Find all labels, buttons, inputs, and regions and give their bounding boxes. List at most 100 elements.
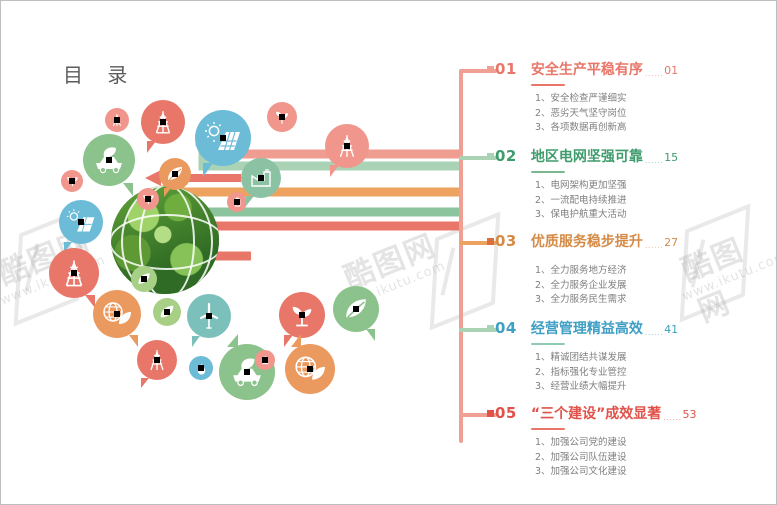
power-tower-icon	[65, 260, 83, 287]
entry-title: “三个建设”成效显著	[530, 406, 662, 422]
bubble-sprout-right	[279, 292, 325, 347]
toc-entry-02[interactable]: 02 地区电网坚强可靠 ...... 15 1、电网架构更加坚强 2、一流配电持…	[495, 146, 761, 223]
toc-entry-03[interactable]: 03 优质服务稳步提升 ...... 27 1、全力服务地方经济 2、全力服务企…	[495, 231, 761, 308]
bubble-power-tower-left	[49, 248, 99, 308]
leader-dots: ......	[663, 413, 682, 422]
connector-branch-03	[459, 241, 497, 245]
power-tower-icon	[150, 349, 164, 371]
entry-subitems: 1、全力服务地方经济 2、全力服务企业发展 3、全力服务民生需求	[535, 264, 761, 308]
entry-rule	[531, 428, 565, 430]
subitem: 1、加强公司党的建设	[535, 437, 627, 448]
connector-branch-01	[459, 69, 497, 73]
subitem: 1、安全检查严谨细实	[535, 93, 627, 104]
bubble-eco-car-bottom	[219, 334, 275, 400]
connector-branch-02	[459, 156, 497, 160]
entry-number: 04	[495, 319, 517, 337]
entry-title: 地区电网坚强可靠	[530, 149, 643, 165]
toc-entry-head: 02 地区电网坚强可靠 ...... 15	[495, 146, 761, 166]
bubble-solar-panel-left	[59, 200, 103, 253]
subitem: 2、恶劣天气坚守岗位	[535, 107, 627, 119]
entry-subitems: 1、精诚团结共谋发展 2、指标强化专业管控 3、经营业绩大幅提升	[535, 351, 761, 395]
toc-entry-head: 05 “三个建设”成效显著 ...... 53	[495, 403, 761, 423]
entry-page-number: 41	[664, 323, 679, 336]
person-icon	[261, 355, 269, 364]
globe-equator	[111, 214, 219, 270]
entry-number: 03	[495, 232, 517, 250]
eco-car-leaf-icon	[233, 358, 261, 387]
eco-car-leaf-icon	[96, 147, 122, 174]
subitem: 3、全力服务民生需求	[535, 294, 627, 305]
subitem: 1、电网架构更加坚强	[535, 180, 627, 191]
water-drop-icon	[197, 363, 205, 375]
entry-subitems: 1、电网架构更加坚强 2、一流配电持续推进 3、保电护航重大活动	[535, 179, 761, 223]
subitem: 2、加强公司队伍建设	[535, 451, 627, 463]
connector-spine	[459, 69, 463, 443]
plant-sprout-icon	[276, 111, 288, 124]
globe-leaf-icon	[103, 302, 131, 324]
power-tower-icon	[155, 111, 171, 134]
entry-title: 安全生产平稳有序	[530, 62, 643, 78]
bubble-tower-tiny	[105, 108, 129, 132]
bubble-eco-car	[83, 134, 135, 196]
toc-entry-head: 04 经营管理精益高效 ...... 41	[495, 318, 761, 338]
factory-icon	[251, 169, 271, 187]
leader-dots: ......	[644, 156, 664, 165]
bullet-square-04	[487, 325, 494, 332]
subitem: 1、全力服务地方经济	[535, 265, 627, 276]
subitem: 2、指标强化专业管控	[535, 366, 627, 378]
leader-dots: ......	[644, 241, 664, 250]
subitem: 3、保电护航重大活动	[535, 209, 627, 220]
bullet-square-03	[487, 238, 494, 245]
watermark-logo-right	[679, 203, 751, 323]
plant-sprout-icon	[142, 194, 154, 204]
bubble-power-tower-topright	[325, 124, 369, 177]
bubble-leaf-right	[333, 286, 379, 341]
subitem: 2、一流配电持续推进	[535, 194, 627, 206]
bubble-leaf-small	[159, 158, 191, 197]
bubble-sprout-topright	[267, 102, 297, 132]
solar-panel-icon	[205, 122, 240, 151]
toc-entry-05[interactable]: 05 “三个建设”成效显著 ...... 53 1、加强公司党的建设 2、加强公…	[495, 403, 761, 480]
entry-title: 经营管理精益高效	[530, 321, 643, 337]
leaf-icon	[160, 305, 174, 318]
green-earth-globe	[111, 186, 219, 294]
entry-number: 05	[495, 404, 517, 422]
bubble-globe-leaf-right	[285, 334, 335, 394]
bubble-power-tower-top	[141, 100, 185, 153]
entry-title: 优质服务稳步提升	[530, 234, 643, 250]
toc-entry-head: 01 安全生产平稳有序 ...... 01	[495, 59, 761, 79]
bullet-square-05	[487, 410, 494, 417]
bubble-water-drop	[189, 356, 213, 380]
leaf-icon	[168, 167, 182, 181]
bubble-factory	[241, 158, 281, 206]
connector-branch-04	[459, 328, 497, 332]
plant-sprout-icon	[66, 176, 78, 186]
bubble-plant-tiny-1	[61, 170, 83, 192]
entry-subitems: 1、加强公司党的建设 2、加强公司队伍建设 3、加强公司文化建设	[535, 436, 761, 480]
wind-turbine-icon	[199, 302, 219, 329]
bubble-wind-turbine	[187, 294, 231, 347]
subitem: 3、加强公司文化建设	[535, 466, 627, 477]
subitem: 1、精诚团结共谋发展	[535, 352, 627, 363]
bubble-person-tiny	[255, 350, 275, 370]
toc-entry-04[interactable]: 04 经营管理精益高效 ...... 41 1、精诚团结共谋发展 2、指标强化专…	[495, 318, 761, 395]
entry-number: 01	[495, 60, 517, 78]
entry-page-number: 27	[664, 236, 679, 249]
bubble-power-tower-mid	[137, 340, 177, 388]
toc-entry-01[interactable]: 01 安全生产平稳有序 ...... 01 1、安全检查严谨细实 2、恶劣天气坚…	[495, 59, 761, 136]
entry-subitems: 1、安全检查严谨细实 2、恶劣天气坚守岗位 3、各项数据再创新高	[535, 92, 761, 136]
bubble-leaf-green-small	[153, 298, 181, 326]
leader-dots: ......	[644, 69, 664, 78]
bubble-battery-tiny	[227, 192, 247, 212]
bubble-plant-tiny-2	[137, 188, 159, 210]
connector-branch-05	[459, 413, 497, 417]
watermark-logo-mid	[429, 211, 501, 331]
entry-page-number: 53	[682, 408, 697, 421]
bubble-leaf-mid	[131, 266, 157, 292]
power-tower-icon	[339, 135, 355, 158]
power-tower-icon	[113, 113, 121, 127]
battery-icon	[234, 196, 240, 207]
toc-list: 01 安全生产平稳有序 ...... 01 1、安全检查严谨细实 2、恶劣天气坚…	[431, 51, 761, 477]
entry-rule	[531, 84, 565, 86]
